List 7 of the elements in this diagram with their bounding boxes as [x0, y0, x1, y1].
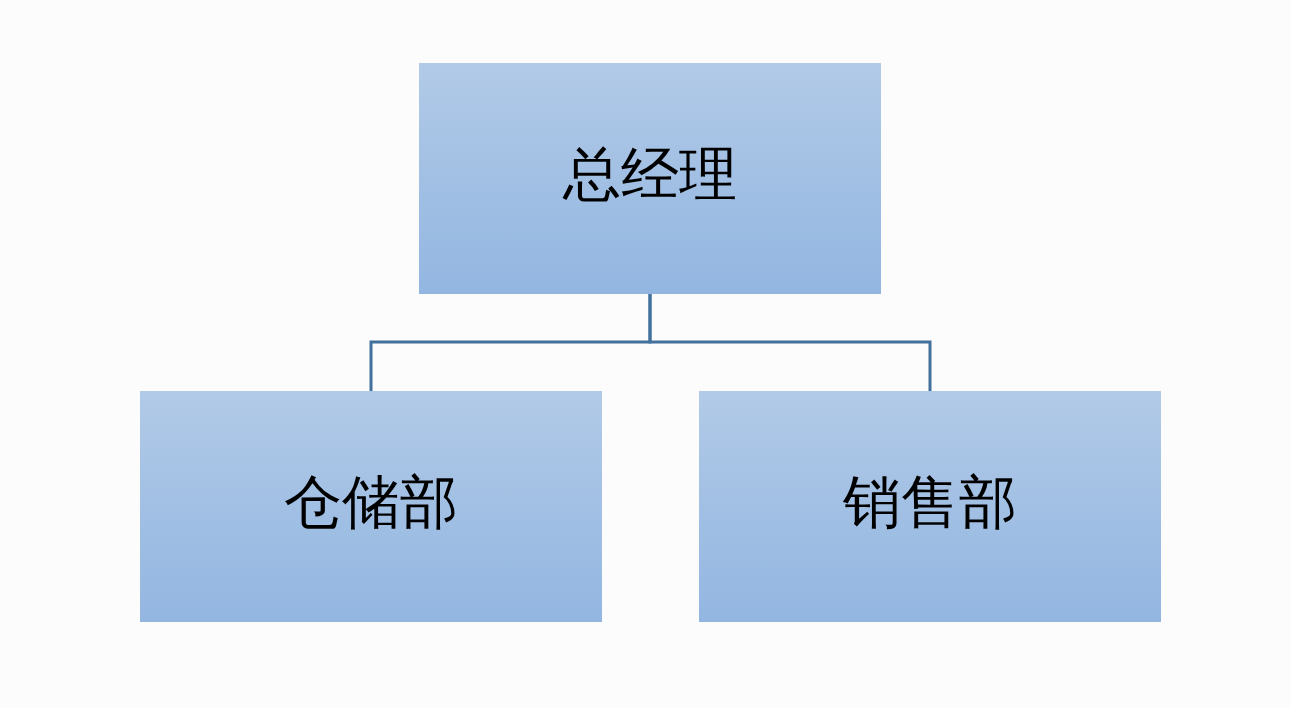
- box-label: 销售部: [843, 472, 1017, 531]
- org-box: [140, 391, 602, 622]
- box-label: 总经理: [563, 144, 737, 203]
- connector-line: [648, 294, 932, 391]
- org-box: [699, 391, 1161, 622]
- box-label: 仓储部: [284, 472, 458, 531]
- org-box: [419, 63, 881, 294]
